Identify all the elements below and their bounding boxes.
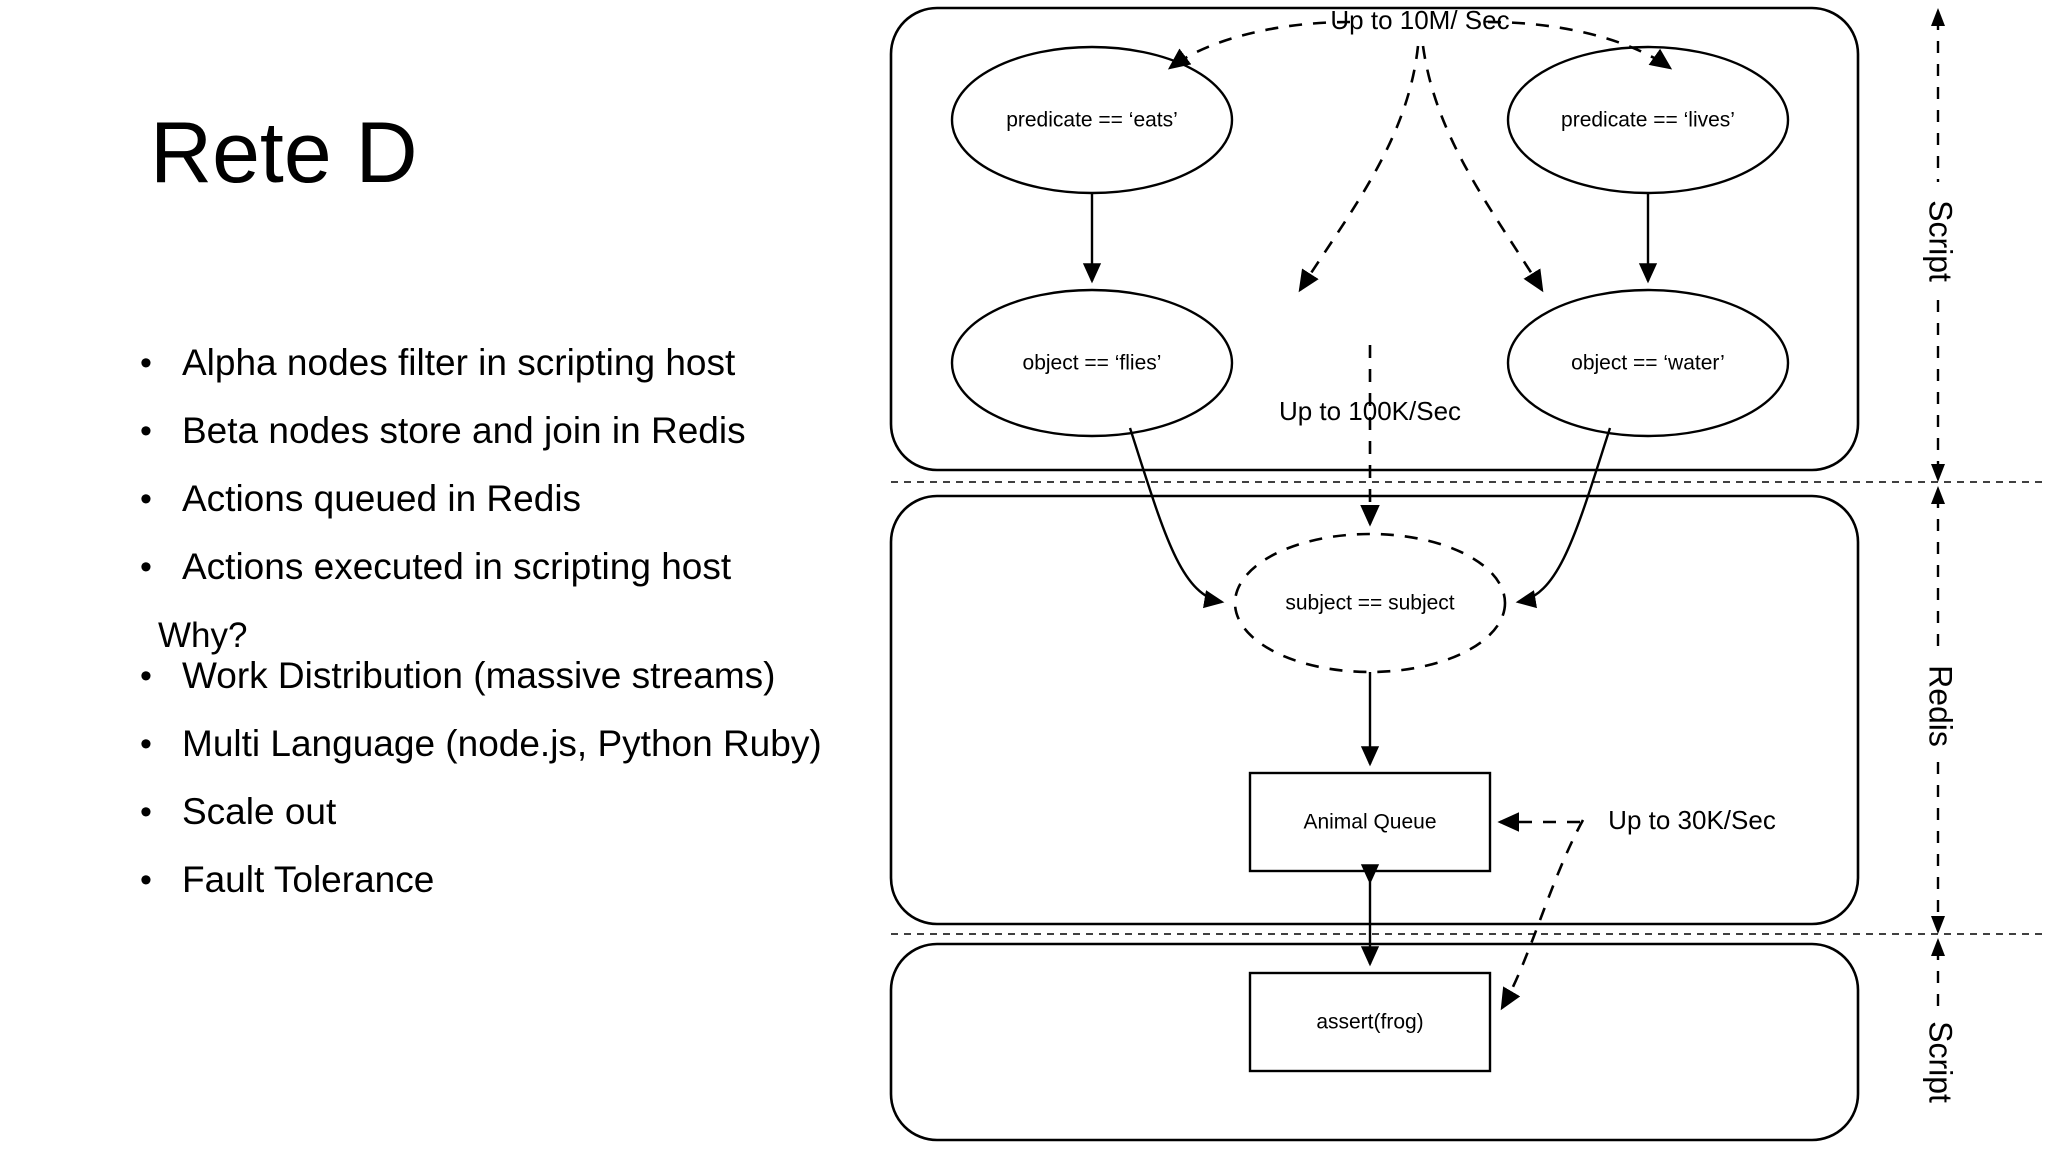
- edge-assert-to-rate: [1500, 819, 1585, 1011]
- brace-arrow-up-bottom: [1931, 938, 1945, 956]
- list-item: • Alpha nodes filter in scripting host: [140, 335, 900, 403]
- brace-arrow-down-top: [1931, 464, 1945, 482]
- bullet-marker-icon: •: [140, 480, 152, 518]
- node-object-flies-label: object == ‘flies’: [1023, 352, 1162, 375]
- box-assert-frog-label: assert(frog): [1316, 1011, 1423, 1034]
- list-item: • Scale out: [140, 784, 900, 852]
- list-item: • Multi Language (node.js, Python Ruby): [140, 716, 900, 784]
- edge-flies-to-join: [1128, 427, 1225, 609]
- box-assert-frog[interactable]: [1248, 971, 1492, 1073]
- bullet-text: Fault Tolerance: [182, 859, 435, 900]
- bullet-marker-icon: •: [140, 725, 152, 763]
- bullet-list-primary: • Alpha nodes filter in scripting host •…: [140, 335, 900, 607]
- edge-feed-to-eats: [1167, 20, 1351, 70]
- edge-feed-to-lives: [1487, 20, 1673, 70]
- rate-label-top: Up to 10M/ Sec: [1330, 5, 1509, 35]
- why-heading: Why?: [158, 616, 248, 655]
- brace-arrow-up-top: [1931, 8, 1945, 26]
- slide-text-pane: Rete D • Alpha nodes filter in scripting…: [0, 0, 900, 1152]
- bullet-marker-icon: •: [140, 548, 152, 586]
- rete-architecture-diagram: predicate == ‘eats’ predicate == ‘lives’…: [880, 0, 2048, 1152]
- edge-feed-to-flies: [1298, 45, 1420, 293]
- rate-label-bottom: Up to 30K/Sec: [1608, 805, 1776, 835]
- box-animal-queue[interactable]: [1248, 771, 1492, 873]
- band-script-top: [889, 6, 1860, 472]
- bullet-marker-icon: •: [140, 657, 152, 695]
- bullet-marker-icon: •: [140, 412, 152, 450]
- bullet-marker-icon: •: [140, 793, 152, 831]
- node-object-flies[interactable]: [950, 288, 1234, 438]
- brace-arrow-down-redis: [1931, 916, 1945, 934]
- bullet-text: Work Distribution (massive streams): [182, 655, 776, 696]
- node-object-water[interactable]: [1506, 288, 1790, 438]
- list-item: • Beta nodes store and join in Redis: [140, 403, 900, 471]
- band-label-script-bottom: Script: [1923, 1021, 1959, 1103]
- node-subject-join-label: subject == subject: [1285, 592, 1454, 615]
- page-title: Rete D: [150, 105, 418, 201]
- bullet-text: Multi Language (node.js, Python Ruby): [182, 723, 822, 764]
- rate-label-mid: Up to 100K/Sec: [1279, 396, 1461, 426]
- band-label-script-top: Script: [1923, 200, 1959, 282]
- bullet-marker-icon: •: [140, 861, 152, 899]
- list-item: • Work Distribution (massive streams): [140, 648, 900, 716]
- edge-water-to-join: [1515, 427, 1612, 609]
- node-predicate-eats-label: predicate == ‘eats’: [1006, 109, 1178, 132]
- bullet-text: Actions executed in scripting host: [182, 546, 732, 587]
- bullet-text: Alpha nodes filter in scripting host: [182, 342, 736, 383]
- bullet-text: Actions queued in Redis: [182, 478, 582, 519]
- bullet-list-secondary: • Work Distribution (massive streams) • …: [140, 648, 900, 920]
- list-item: • Actions queued in Redis: [140, 471, 900, 539]
- band-label-redis: Redis: [1923, 665, 1959, 747]
- brace-arrow-up-redis: [1931, 486, 1945, 504]
- list-item: • Actions executed in scripting host: [140, 539, 900, 607]
- list-item: • Fault Tolerance: [140, 852, 900, 920]
- node-subject-join[interactable]: [1233, 532, 1507, 674]
- box-animal-queue-label: Animal Queue: [1303, 811, 1436, 834]
- edge-feed-to-water: [1421, 45, 1544, 293]
- bullet-text: Beta nodes store and join in Redis: [182, 410, 746, 451]
- bullet-text: Scale out: [182, 791, 337, 832]
- bullet-marker-icon: •: [140, 344, 152, 382]
- node-predicate-lives-label: predicate == ‘lives’: [1561, 109, 1735, 132]
- node-object-water-label: object == ‘water’: [1571, 352, 1725, 375]
